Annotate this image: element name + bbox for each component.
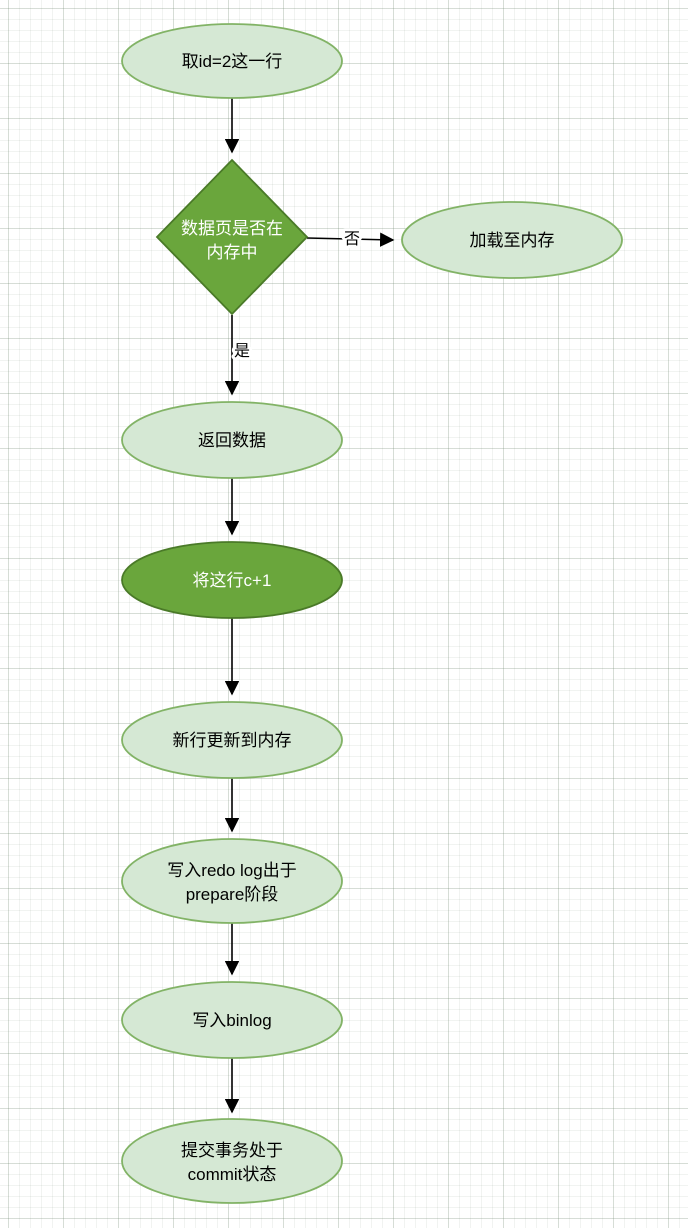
node-update-row-in-memory-label: 新行更新到内存 [173,731,292,750]
node-commit-transaction-label-line1: 提交事务处于 [181,1141,283,1160]
node-decision-label-line2: 内存中 [207,243,258,262]
node-update-row-in-memory: 新行更新到内存 [121,701,343,779]
node-increment-row-label: 将这行c+1 [193,571,272,590]
edge-label-no: 否 [344,231,360,248]
node-start: 取id=2这一行 [121,23,343,99]
node-return-data-label: 返回数据 [198,431,266,450]
edges [224,98,395,1114]
node-return-data-shape [121,401,343,479]
node-write-binlog-label: 写入binlog [192,1011,271,1030]
node-increment-row-shape [121,541,343,619]
node-write-binlog: 写入binlog [121,981,343,1059]
node-decision-label-line1: 数据页是否在 [181,219,283,238]
node-write-binlog-shape [121,981,343,1059]
node-load-to-memory-shape [401,201,623,279]
node-load-to-memory-label: 加载至内存 [470,231,555,250]
node-commit-transaction: 提交事务处于 commit状态 [121,1118,343,1204]
node-write-redo-log-shape [121,838,343,924]
node-update-row-in-memory-shape [121,701,343,779]
node-return-data: 返回数据 [121,401,343,479]
node-decision: 数据页是否在 内存中 [155,158,309,316]
node-write-redo-log: 写入redo log出于 prepare阶段 [121,838,343,924]
node-commit-transaction-shape [121,1118,343,1204]
node-write-redo-log-label-line2: prepare阶段 [186,885,279,904]
node-start-shape [121,23,343,99]
node-load-to-memory: 加载至内存 [401,201,623,279]
node-write-redo-log-label-line1: 写入redo log出于 [167,861,296,880]
edge-decision-to-load [306,232,395,247]
node-decision-shape [155,158,309,316]
node-increment-row: 将这行c+1 [121,541,343,619]
edge-label-yes: 是 [234,343,250,360]
node-commit-transaction-label-line2: commit状态 [188,1165,277,1184]
node-start-label: 取id=2这一行 [182,52,283,71]
